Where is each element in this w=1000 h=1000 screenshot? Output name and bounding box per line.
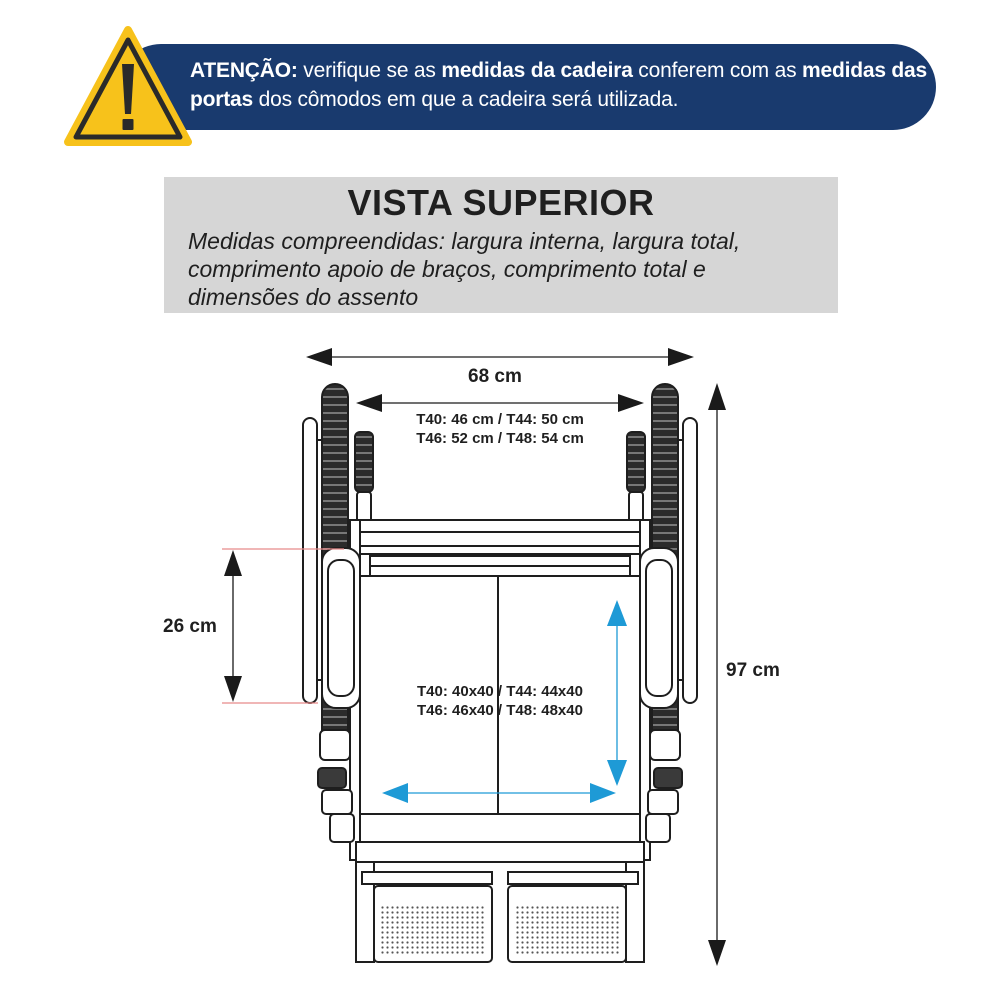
right-handrim [682, 417, 698, 704]
warning-text-part: conferem com as [632, 59, 802, 82]
seat-dimension-labels: T40: 40x40 / T44: 44x40 T46: 46x40 / T48… [400, 682, 600, 720]
right-caster [645, 729, 683, 843]
warning-label: ATENÇÃO: [190, 59, 298, 82]
backrest [359, 531, 641, 555]
warning-text-part: dos cômodos em que a cadeira será utiliz… [252, 88, 679, 111]
internal-width-line-2: T46: 52 cm / T48: 54 cm [416, 430, 584, 447]
internal-width-labels: T40: 46 cm / T44: 50 cm T46: 52 cm / T48… [400, 410, 600, 448]
left-handrim [302, 417, 318, 704]
title-box [164, 177, 838, 313]
right-handle-grip [626, 431, 646, 493]
seat [359, 575, 641, 815]
armrest-length-label: 26 cm [163, 616, 217, 637]
page-title: VISTA SUPERIOR [347, 182, 655, 223]
warning-message: ATENÇÃO: verifique se as medidas da cade… [190, 56, 930, 114]
warning-text-part: verifique se as [297, 59, 442, 82]
page-subtitle: Medidas compreendidas: largura interna, … [188, 228, 741, 310]
seat-dimension-line-2: T46: 46x40 / T48: 48x40 [417, 702, 583, 719]
left-caster [317, 729, 355, 843]
internal-width-line-1: T40: 46 cm / T44: 50 cm [416, 411, 584, 428]
total-length-label: 97 cm [726, 660, 780, 681]
backrest-bar [359, 519, 641, 533]
warning-bold-chair-measures: medidas da cadeira [441, 59, 633, 82]
total-width-label: 68 cm [468, 366, 522, 387]
warning-banner [118, 44, 936, 130]
left-handle-grip [354, 431, 374, 493]
seat-dimension-line-1: T40: 40x40 / T44: 44x40 [417, 683, 583, 700]
warning-triangle-icon [64, 26, 192, 146]
warning-bold-door-measures: medidas das portas [190, 59, 928, 111]
